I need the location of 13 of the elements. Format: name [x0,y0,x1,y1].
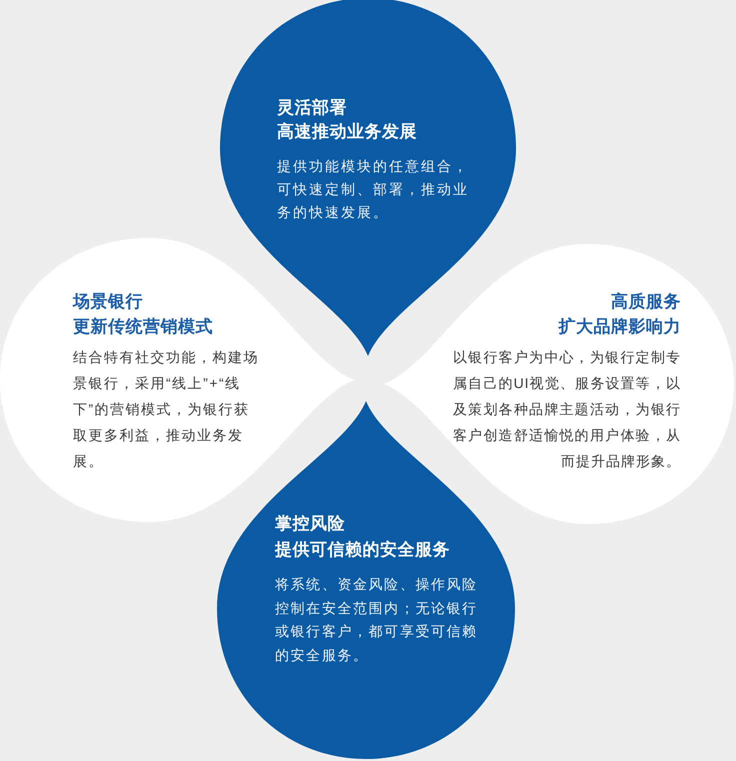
panel-heading: 场景银行 [73,291,143,313]
panel-heading: 扩大品牌影响力 [558,316,681,338]
panel-description: 将系统、资金风险、操作风险控制在安全范围内；无论银行或银行客户，都可享受可信赖的安全服务。 [275,575,479,664]
panel-description: 结合特有社交功能，构建场景银行，采用“线上”+“线下”的营销模式，为银行获取更多利益，推动业务发展。 [73,348,260,471]
panel-description: 提供功能模块的任意组合，可快速定制、部署，推动业务的快速发展。 [277,157,470,222]
panel-heading: 提供可信赖的安全服务 [275,539,450,561]
panel-heading: 掌控风险 [275,513,345,535]
panel-description: 以银行客户为中心，为银行定制专属自己的UI视觉、服务设置等，以及策划各种品牌主题活动，为银行客户创造舒适愉悦的用户体验，从而提升品牌形象。 [453,348,681,471]
panel-heading: 灵活部署 [277,97,347,119]
teardrop-panel [384,244,734,524]
panel-heading: 高质服务 [611,291,681,313]
panel-heading: 更新传统营销模式 [73,316,213,338]
panel-heading: 高速推动业务发展 [277,121,417,143]
